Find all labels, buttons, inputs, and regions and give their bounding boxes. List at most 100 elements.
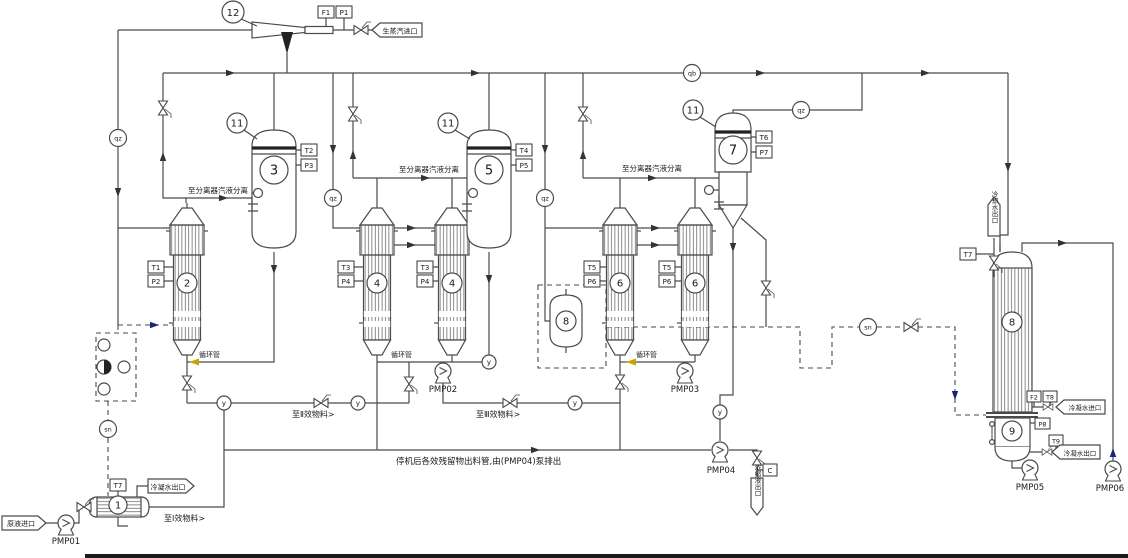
- arrow-right: [219, 194, 228, 202]
- tag-y-1: y: [222, 400, 226, 408]
- preheater-cap-right: [140, 496, 150, 518]
- instrument-P6b: P6: [663, 278, 672, 286]
- condenser-flange: [986, 412, 1038, 418]
- arrow-up-blue: [1109, 448, 1117, 457]
- pipe-col-instrument-taps: [164, 266, 681, 282]
- callout-leader: [240, 18, 258, 27]
- flag-steam-inlet: [371, 22, 423, 38]
- equip-num-6a: 6: [617, 279, 623, 290]
- tag-y-2: y: [356, 400, 360, 408]
- note-to-separator-2: 至分离器汽液分离: [399, 164, 459, 174]
- equip-num-12: 12: [227, 8, 240, 19]
- equip-num-2: 2: [184, 279, 190, 290]
- stream-flags: 生蒸汽进口 原液进口 冷凝水出口 冷凝水进口 冷凝水出口 冷却水出口 浓缩液出口: [1, 22, 1106, 531]
- valve-vent2: [347, 106, 362, 125]
- arrow-right: [226, 69, 235, 77]
- pipe-effect1-vapor-riser: [162, 73, 187, 203]
- equip-num-3: 3: [270, 164, 278, 179]
- flag-condensate-outlet-1: [147, 478, 195, 494]
- tag-qb: qb: [688, 70, 696, 78]
- tag-y-4: y: [573, 400, 577, 408]
- note-shutdown: 停机后各效残留物出料管,由(PMP04)泵排出: [396, 456, 561, 467]
- instrument-T3a: T3: [341, 264, 351, 272]
- equipment: [88, 18, 1038, 518]
- equip-num-4b: 4: [449, 279, 455, 290]
- note-circulation-3: 循环管: [636, 350, 657, 359]
- valve-feed-effect3: [502, 394, 521, 409]
- equip-num-8a: 8: [563, 317, 569, 328]
- pipe-pmp04-discharge: [729, 449, 763, 477]
- tag-qz-1: qz: [114, 135, 122, 143]
- flag-concentrate-outlet: [750, 477, 764, 516]
- pump-pmp01: [57, 514, 75, 536]
- equip-num-1: 1: [115, 501, 121, 512]
- note-to-separator-3: 至分离器汽液分离: [622, 163, 682, 173]
- instrument-P8: P8: [1038, 421, 1046, 429]
- tag-sn-1: sn: [104, 426, 112, 434]
- pipe-to-pmp05: [1011, 460, 1022, 469]
- flag-condensate-outlet-2: [1051, 444, 1101, 460]
- valve-condensate-out: [1041, 446, 1055, 456]
- arrow-right: [531, 446, 540, 454]
- instrument-T6: T6: [759, 134, 769, 142]
- equip-num-11a: 11: [231, 119, 244, 130]
- arrow-left-yellow: [189, 358, 199, 366]
- tag-c: C: [768, 467, 773, 475]
- arrow-up: [349, 150, 357, 159]
- instrument-T7a: T7: [113, 482, 123, 490]
- sep3-gauge: [248, 187, 264, 212]
- valve-sep7-side: [760, 280, 775, 299]
- instrument-T3b: T3: [420, 264, 430, 272]
- equip-num-7: 7: [729, 144, 737, 159]
- valve-sn-line: [903, 318, 922, 333]
- arrow-down-blue: [951, 391, 959, 400]
- condenser-tube-bundle: [992, 267, 1033, 413]
- ejector-nozzle: [304, 25, 334, 35]
- instrument-P4b: P4: [421, 278, 430, 286]
- arrow-left-yellow: [626, 358, 636, 366]
- label-pmp05: PMP05: [1016, 483, 1044, 493]
- pump-pmp02: [434, 362, 452, 384]
- valve-vent1: [157, 100, 172, 119]
- annotations: 至分离器汽液分离 至分离器汽液分离 至分离器汽液分离 循环管 循环管 循环管 至…: [52, 163, 1124, 547]
- instrument-T4: T4: [519, 147, 529, 155]
- pipe-chest-cross3: [637, 227, 678, 246]
- pump-pmp04: [711, 441, 729, 463]
- valve-vent3: [577, 106, 592, 125]
- note-circulation-1: 循环管: [199, 350, 220, 359]
- condenser-dome: [992, 251, 1033, 269]
- tag-qz-2: qz: [329, 195, 337, 203]
- flag-raw-liquid-inlet: [1, 515, 47, 531]
- arrow-right: [756, 69, 765, 77]
- pipe-dashed-sn-right: [606, 326, 986, 416]
- arrow-up: [159, 152, 167, 161]
- instrument-boxes: F1 P1 T2 P3 T1 P2 T3 P4 T3 P4 T4 P5 T5 P…: [109, 5, 1064, 492]
- trap-station-frame: [95, 332, 137, 402]
- valve-effect1-drain: [181, 375, 196, 394]
- arrow-right: [407, 224, 416, 232]
- label-pmp06: PMP06: [1096, 484, 1124, 494]
- instrument-F2: F2: [1030, 394, 1038, 402]
- note-circulation-2: 循环管: [391, 350, 412, 359]
- equip-num-11c: 11: [687, 106, 700, 117]
- sep7-cone: [717, 204, 749, 230]
- instrument-P6a: P6: [588, 278, 597, 286]
- pumps: [57, 362, 1122, 536]
- sep5-gauge: [462, 187, 479, 212]
- valve-effect2-riser: [403, 376, 418, 395]
- equip-num-6b: 6: [692, 279, 698, 290]
- tag-y-5: y: [718, 409, 722, 417]
- flag-cooling-water-inlet: [1055, 399, 1106, 415]
- label-pmp03: PMP03: [671, 385, 699, 395]
- note-to-effect3: 至Ⅲ效物料>: [476, 409, 520, 419]
- pipe-header-to-condenser: [999, 73, 1009, 252]
- arrow-down: [270, 265, 278, 274]
- instrument-P7: P7: [760, 149, 769, 157]
- tag-sn-2: sn: [864, 324, 872, 332]
- pipe-chest-cross2: [394, 227, 435, 246]
- sep7-gauge: [703, 184, 724, 210]
- piping-solid: [46, 18, 1114, 527]
- receiver-bottom-dome: [994, 446, 1031, 462]
- equip-num-5: 5: [485, 164, 493, 179]
